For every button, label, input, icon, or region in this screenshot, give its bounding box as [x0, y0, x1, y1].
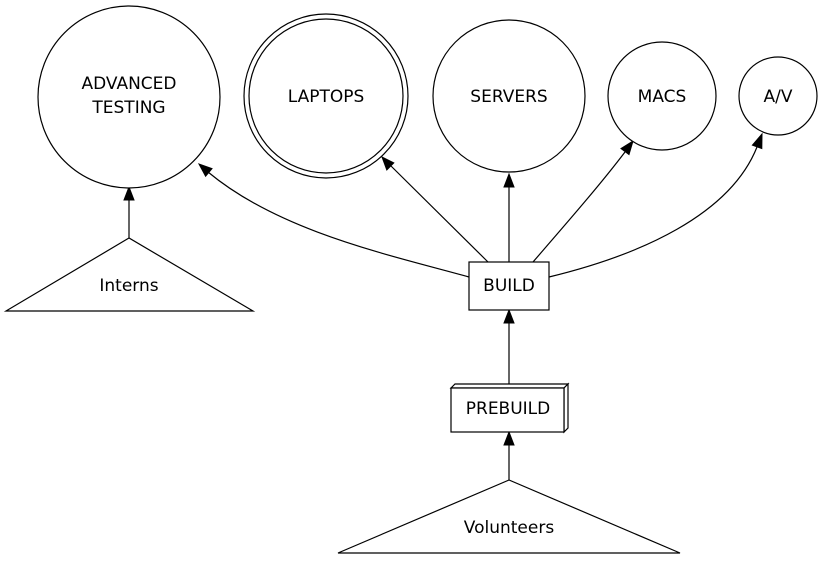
- node-laptops-label: LAPTOPS: [288, 87, 365, 107]
- node-servers-label: SERVERS: [470, 87, 547, 107]
- node-prebuild[interactable]: PREBUILD: [449, 382, 570, 434]
- node-av[interactable]: A/V: [738, 56, 818, 136]
- node-laptops-inner-ring: [248, 18, 404, 174]
- edge-build-to-advanced-testing: [197, 163, 470, 278]
- node-advanced-testing-label-line2: TESTING: [91, 98, 165, 118]
- node-volunteers-label: Volunteers: [464, 518, 555, 538]
- node-interns-triangle: [3, 237, 256, 312]
- node-volunteers-triangle: [337, 479, 681, 554]
- node-laptops[interactable]: LAPTOPS: [243, 13, 409, 179]
- edge-build-to-macs: [532, 139, 634, 263]
- node-av-label: A/V: [764, 87, 793, 107]
- node-prebuild-label: PREBUILD: [466, 399, 551, 419]
- node-prebuild-box: [450, 387, 565, 433]
- edge-volunteers-to-prebuild: [503, 430, 515, 480]
- node-advanced-testing-shape: [37, 5, 221, 189]
- edge-build-to-av: [548, 132, 763, 278]
- node-advanced-testing[interactable]: ADVANCED TESTING: [37, 5, 221, 189]
- node-servers-shape: [432, 19, 586, 173]
- node-macs[interactable]: MACS: [607, 41, 717, 151]
- node-interns[interactable]: Interns: [3, 237, 256, 312]
- node-interns-label: Interns: [99, 276, 158, 296]
- node-macs-shape: [607, 41, 717, 151]
- edge-build-to-servers: [503, 172, 515, 262]
- node-av-shape: [738, 56, 818, 136]
- node-advanced-testing-label-line1: ADVANCED: [81, 74, 176, 94]
- node-macs-label: MACS: [638, 87, 687, 107]
- node-build-label: BUILD: [483, 276, 535, 296]
- node-prebuild-top-face: [449, 383, 570, 389]
- edge-interns-to-advanced-testing: [123, 185, 135, 238]
- edge-prebuild-to-build: [503, 308, 515, 384]
- node-volunteers[interactable]: Volunteers: [337, 479, 681, 554]
- node-build[interactable]: BUILD: [468, 261, 550, 311]
- edge-build-to-laptops: [381, 155, 489, 263]
- node-servers[interactable]: SERVERS: [432, 19, 586, 173]
- node-build-box: [468, 261, 550, 311]
